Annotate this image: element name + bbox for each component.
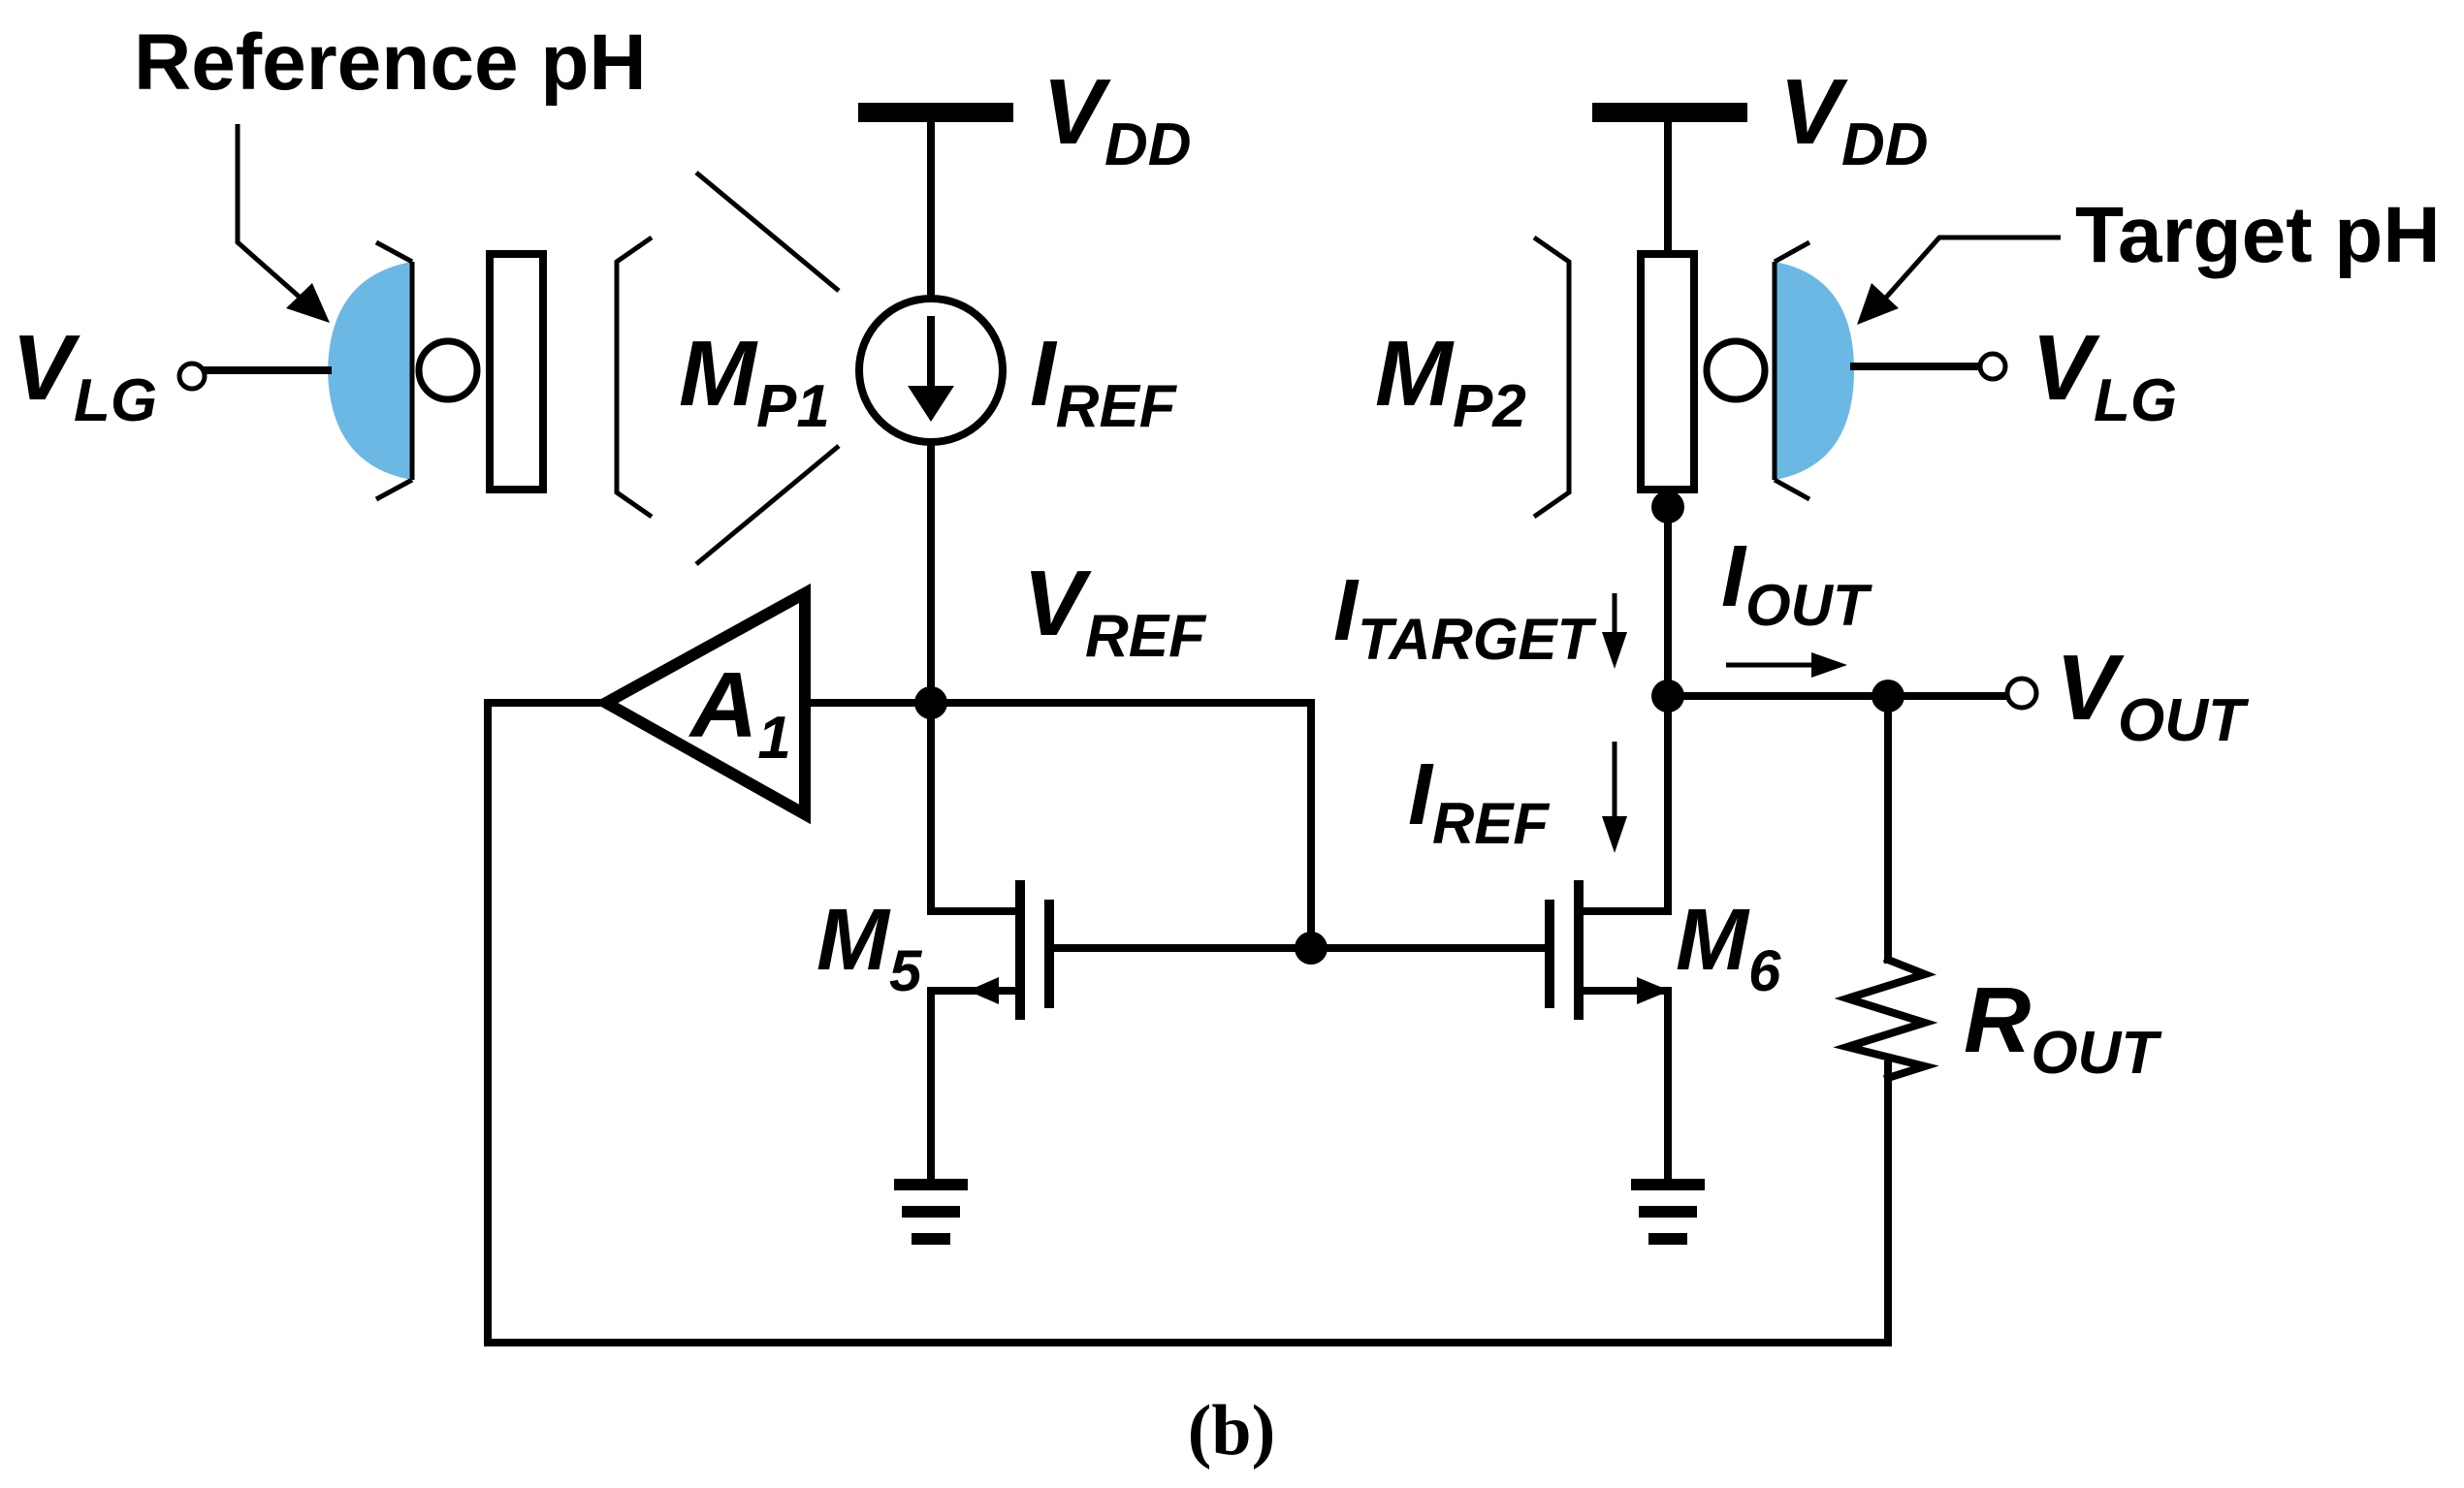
itarget-arrow <box>1602 593 1627 669</box>
resistor-rout <box>1833 692 1939 1099</box>
vref-label: VREF <box>1023 552 1207 670</box>
m5-label: M5 <box>816 892 923 1003</box>
iref-bottom-arrow <box>1602 742 1627 853</box>
ground-right <box>1631 1179 1705 1245</box>
vlg-right-terminal <box>1977 351 2008 382</box>
target-ph-label: Target pH <box>2075 191 2441 279</box>
vlg-right-label: VLG <box>2032 316 2177 434</box>
mp1-bracket <box>614 171 841 566</box>
target-ph-sensor <box>1637 239 2008 502</box>
a1-label: A1 <box>688 653 791 772</box>
gate-bubble-right <box>1703 337 1769 403</box>
gate-bubble-left <box>415 337 481 403</box>
iout-label: IOUT <box>1721 528 1872 638</box>
rout-label: ROUT <box>1964 968 2162 1087</box>
transistor-m6 <box>1545 880 1672 1187</box>
mp2-label: MP2 <box>1375 322 1526 440</box>
reference-sensing-membrane <box>328 262 412 480</box>
vout-terminal <box>2004 676 2039 711</box>
iref-current-source <box>855 295 1007 446</box>
figure-caption: (b) <box>1188 1391 1275 1471</box>
ground-left <box>894 1179 968 1245</box>
vout-label: VOUT <box>2056 636 2250 754</box>
gate-plate-left <box>486 250 547 493</box>
vlg-left-terminal <box>176 361 208 392</box>
target-sensing-membrane <box>1775 262 1854 480</box>
vlg-left-label: VLG <box>12 316 157 434</box>
m6-label: M6 <box>1676 892 1781 1003</box>
mp1-label: MP1 <box>679 322 830 440</box>
gate-plate-right <box>1637 250 1698 493</box>
reference-ph-arrow <box>235 124 330 323</box>
iout-arrow <box>1726 652 1847 678</box>
vdd-left-label: VDD <box>1042 60 1192 178</box>
iref-bottom-label: IREF <box>1408 746 1550 856</box>
itarget-label: ITARGET <box>1333 562 1597 672</box>
reference-ph-sensor <box>176 239 547 502</box>
vdd-right-label: VDD <box>1779 60 1929 178</box>
reference-ph-label: Reference pH <box>134 18 647 107</box>
vdd-right-rail <box>1592 103 1747 258</box>
iref-top-label: IREF <box>1030 322 1178 440</box>
vdd-left-rail <box>858 103 1013 316</box>
amplifier-a1 <box>593 583 811 825</box>
mp2-bracket <box>1532 235 1572 520</box>
target-ph-arrow <box>1857 235 2061 325</box>
transistor-m5 <box>927 699 1054 1187</box>
